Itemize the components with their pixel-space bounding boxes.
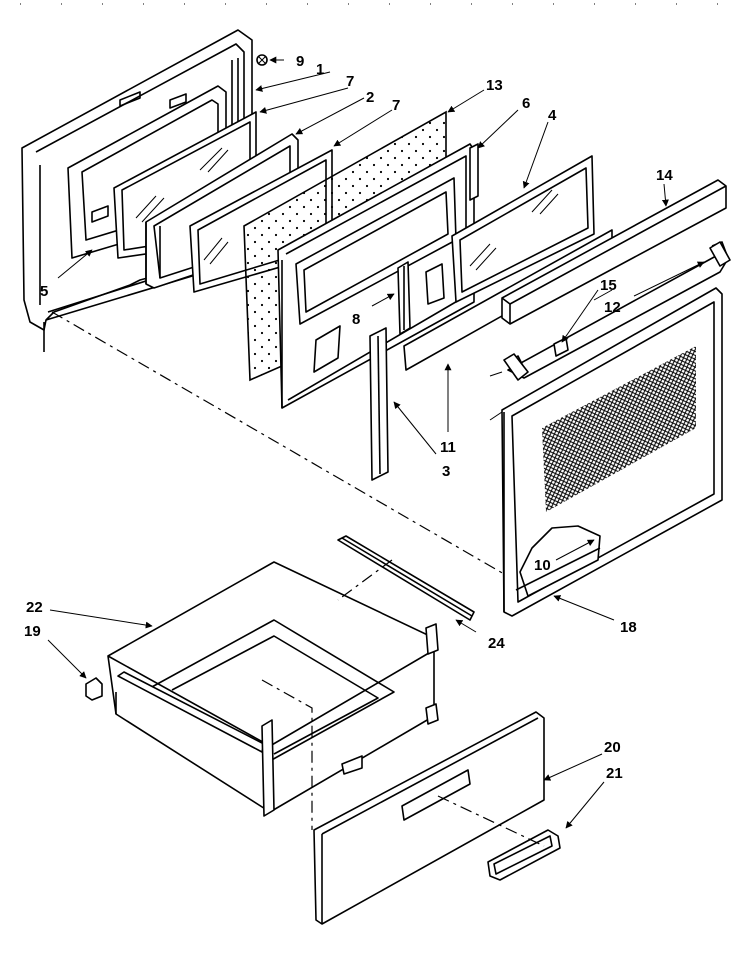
label-part-12: 12 xyxy=(604,299,621,316)
drawer-slide-clip xyxy=(85,677,103,701)
label-part-2: 2 xyxy=(366,89,374,106)
drawer-handle xyxy=(487,829,561,881)
door-bracket xyxy=(397,261,411,335)
leader-arrows xyxy=(47,56,705,829)
label-part-10: 10 xyxy=(534,557,551,574)
label-part-22: 22 xyxy=(26,599,43,616)
door-top-trim xyxy=(501,179,727,325)
outer-door-glass xyxy=(451,155,595,303)
label-part-8: 8 xyxy=(352,311,360,328)
label-part-19: 19 xyxy=(24,623,41,640)
drawer-front-panel xyxy=(313,711,545,925)
outer-door-panel xyxy=(501,287,723,617)
alignment-lines xyxy=(51,311,545,847)
drawer-rail xyxy=(337,535,475,621)
label-part-9: 9 xyxy=(296,53,304,70)
label-part-15: 15 xyxy=(600,277,617,294)
label-part-3: 3 xyxy=(442,463,450,480)
screw-part xyxy=(256,54,268,66)
label-part-5: 5 xyxy=(40,283,48,300)
label-part-7a: 7 xyxy=(346,73,354,90)
label-part-21: 21 xyxy=(606,765,623,782)
label-part-6: 6 xyxy=(522,95,530,112)
label-part-7b: 7 xyxy=(392,97,400,114)
side-trim-strip xyxy=(369,327,389,481)
label-part-18: 18 xyxy=(620,619,637,636)
inner-door-panel xyxy=(277,143,479,409)
label-part-4: 4 xyxy=(548,107,557,124)
label-part-14: 14 xyxy=(656,167,673,184)
label-part-20: 20 xyxy=(604,739,621,756)
callout-labels: 9 1 7 2 7 13 6 4 14 15 12 5 8 11 3 10 18… xyxy=(24,53,673,782)
label-part-13: 13 xyxy=(486,77,503,94)
label-part-11: 11 xyxy=(440,439,456,456)
label-part-24: 24 xyxy=(488,635,505,652)
drawer-body xyxy=(107,561,439,817)
label-part-1: 1 xyxy=(316,61,324,78)
